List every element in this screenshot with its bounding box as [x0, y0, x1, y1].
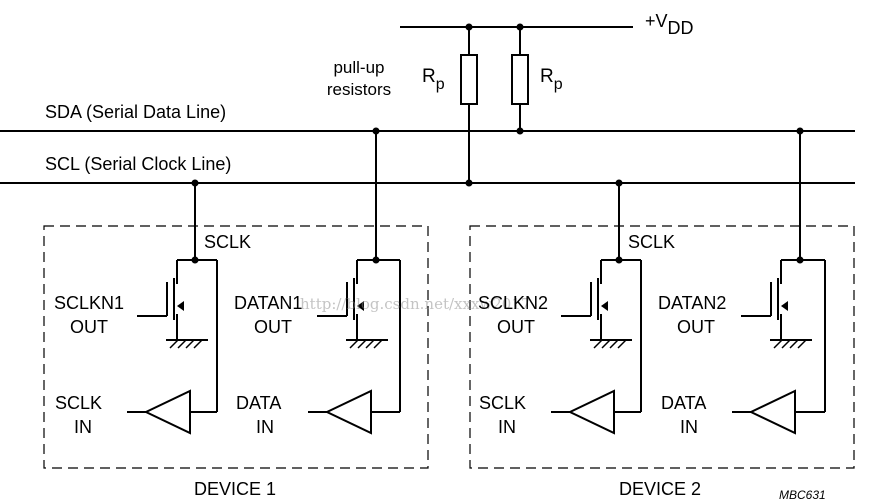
dev2-data-in-label-2: IN: [680, 417, 698, 437]
dev1-clk-out-label-1: SCLKN1: [54, 293, 124, 313]
pullup-caption-line2: resistors: [327, 80, 391, 99]
scl-label: SCL (Serial Clock Line): [45, 154, 231, 174]
dev2-data-in-label-1: DATA: [661, 393, 706, 413]
rp2-resistor: [511, 54, 529, 105]
sda-label: SDA (Serial Data Line): [45, 102, 226, 122]
ground-hatching: [169, 339, 807, 349]
dev2-clk-out-label-1: SCLKN2: [478, 293, 548, 313]
dev2-data-out-label-2: OUT: [677, 317, 715, 337]
transistor-arrows: [177, 301, 788, 311]
junction-dots: [191, 23, 804, 264]
dev2-data-out-label-1: DATAN2: [658, 293, 726, 313]
dev1-clk-in-label-2: IN: [74, 417, 92, 437]
dev2-clk-in-label-2: IN: [498, 417, 516, 437]
dev2-clk-in-label-1: SCLK: [479, 393, 526, 413]
dev1-data-in-buffer: [324, 389, 372, 435]
device1-box: [43, 225, 429, 469]
dev1-sclk-label: SCLK: [204, 232, 251, 252]
pullup-caption-line1: pull-up: [333, 58, 384, 77]
dev2-clk-in-buffer: [567, 389, 615, 435]
watermark: http://blog.csdn.net/xxxw2017: [300, 295, 530, 313]
dev1-data-out-label-2: OUT: [254, 317, 292, 337]
device2-box: [469, 225, 855, 469]
dev1-data-in-label-1: DATA: [236, 393, 281, 413]
dev1-clk-out-label-2: OUT: [70, 317, 108, 337]
vdd-label: +VDD: [645, 11, 694, 38]
dev1-clk-in-label-1: SCLK: [55, 393, 102, 413]
figure-code: MBC631: [779, 488, 826, 499]
rp1-resistor: [460, 54, 478, 105]
rp2-label: Rp: [540, 66, 563, 93]
dev2-sclk-label: SCLK: [628, 232, 675, 252]
dev1-clk-in-buffer: [143, 389, 191, 435]
rp1-label: Rp: [422, 66, 445, 93]
dev1-data-in-label-2: IN: [256, 417, 274, 437]
dev2-clk-out-label-2: OUT: [497, 317, 535, 337]
device1-title: DEVICE 1: [194, 479, 276, 499]
dev1-data-out-label-1: DATAN1: [234, 293, 302, 313]
dev2-data-in-buffer: [748, 389, 796, 435]
device2-title: DEVICE 2: [619, 479, 701, 499]
